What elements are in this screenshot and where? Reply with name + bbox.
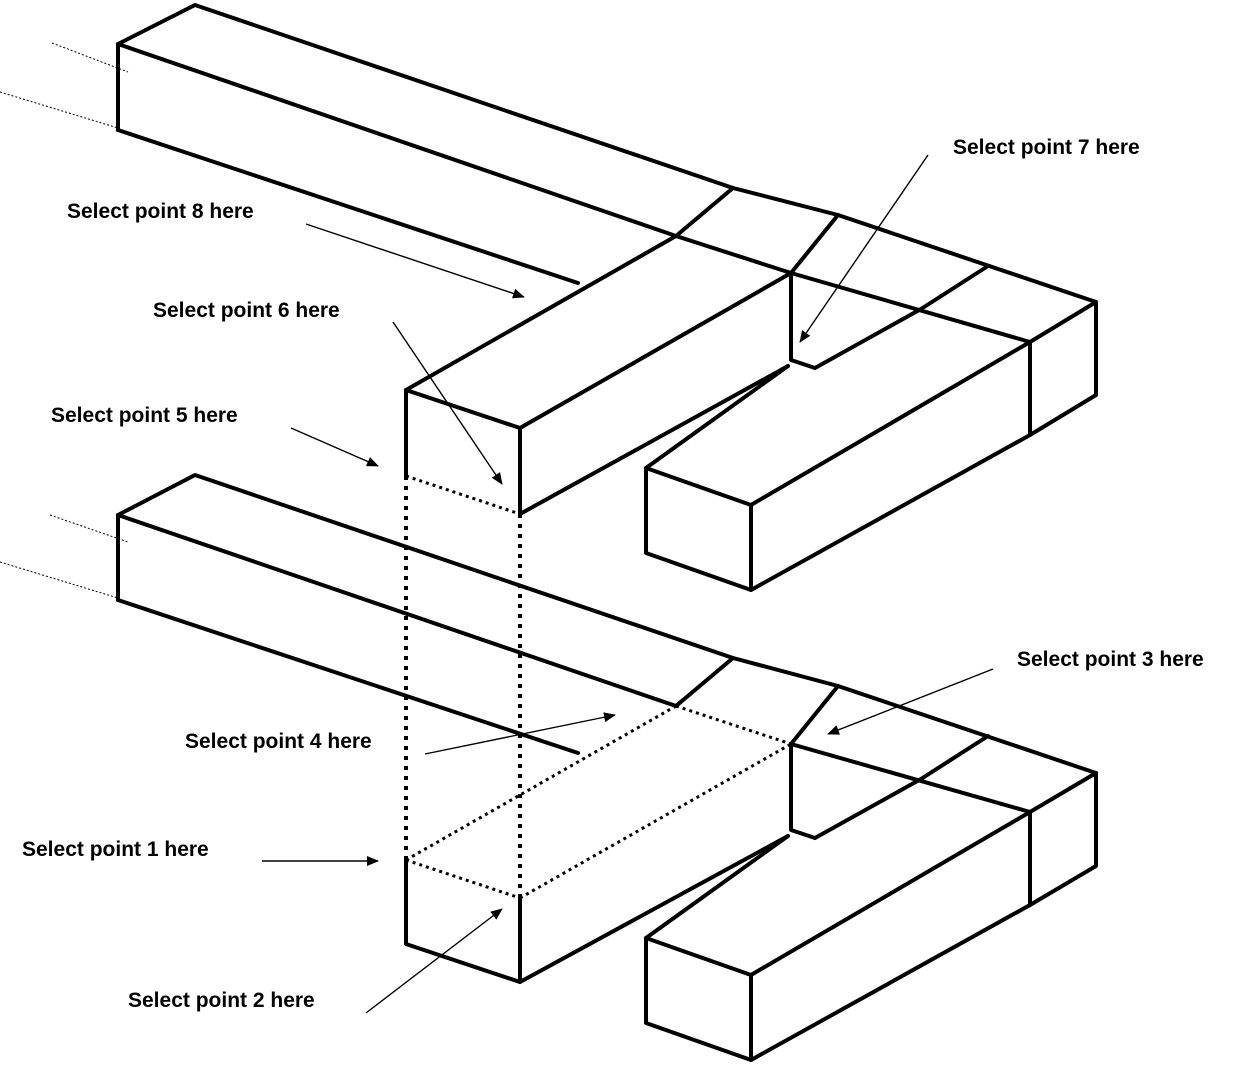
label-point-1: Select point 1 here — [22, 838, 209, 861]
lower-mortise-outline — [405, 704, 792, 900]
label-point-3: Select point 3 here — [1017, 648, 1204, 671]
lower-assembly — [0, 473, 1098, 1062]
upper-right-block — [644, 300, 1098, 592]
arrow-point-7 — [799, 154, 929, 343]
arrow-point-8 — [305, 223, 525, 299]
lower-right-block — [644, 771, 1098, 1062]
label-point-5: Select point 5 here — [51, 404, 238, 427]
label-point-7: Select point 7 here — [953, 136, 1140, 159]
label-point-6: Select point 6 here — [153, 299, 340, 322]
arrow-point-4 — [424, 712, 616, 755]
label-point-2: Select point 2 here — [128, 989, 315, 1012]
upper-assembly — [0, 3, 1098, 592]
label-point-4: Select point 4 here — [185, 730, 372, 753]
label-point-8: Select point 8 here — [67, 200, 254, 223]
lower-long-beam — [0, 473, 1098, 814]
arrow-point-3 — [827, 668, 994, 735]
arrow-point-5 — [290, 427, 379, 467]
upper-tenon-block — [404, 234, 793, 516]
arrow-point-6 — [392, 321, 503, 485]
upper-long-beam — [0, 3, 1098, 344]
arrow-point-2 — [365, 908, 503, 1014]
